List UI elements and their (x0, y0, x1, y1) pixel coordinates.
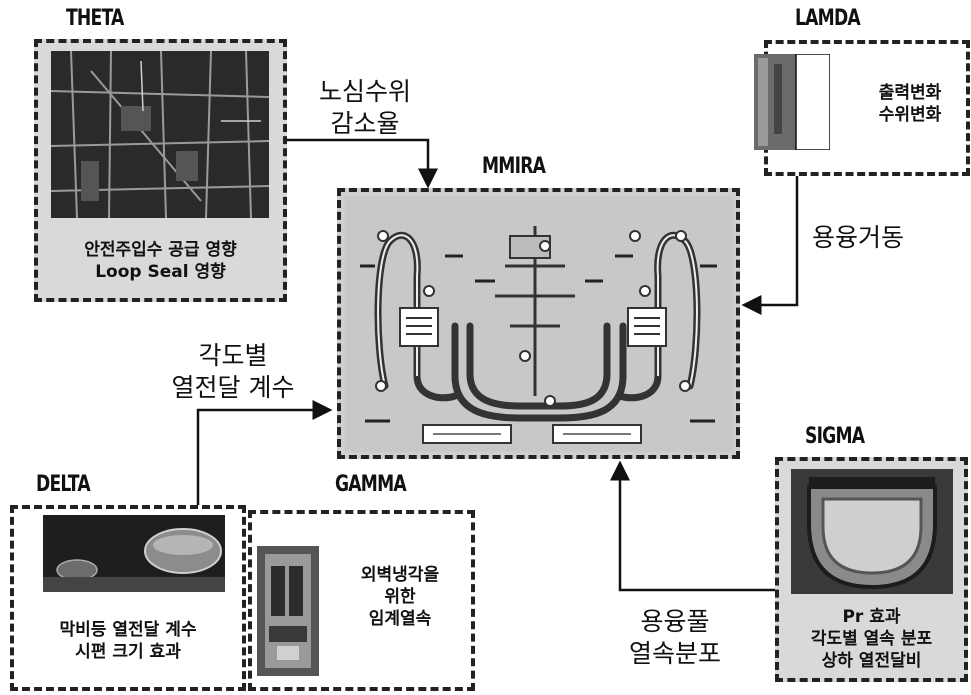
gamma-caption: 외벽냉각을 위한 임계열속 (330, 564, 470, 630)
sigma-photo (791, 469, 953, 594)
mmira-box (337, 188, 740, 459)
theta-caption-line: Loop Seal 영향 (38, 261, 283, 283)
edge-label-line: 노심수위 (290, 76, 440, 108)
sigma-box: Pr 효과 각도별 열속 분포 상하 열전달비 (775, 457, 968, 682)
edge-label-line: 감소율 (290, 108, 440, 140)
sigma-caption-line: Pr 효과 (779, 606, 964, 628)
lamda-box: 출력변화 수위변화 (764, 40, 970, 176)
delta-photo (43, 515, 225, 592)
theta-title: THETA (66, 6, 124, 31)
sigma-caption: Pr 효과 각도별 열속 분포 상하 열전달비 (779, 606, 964, 672)
lamda-caption-line: 출력변화 (850, 82, 970, 104)
delta-caption: 막비등 열전달 계수 시편 크기 효과 (14, 619, 242, 663)
delta-caption-line: 막비등 열전달 계수 (14, 619, 242, 641)
theta-caption: 안전주입수 공급 영향 Loop Seal 영향 (38, 239, 283, 283)
gamma-caption-line: 임계열속 (330, 608, 470, 630)
edge-label-line: 열전달 계수 (138, 372, 328, 404)
mmira-schematic (345, 196, 733, 452)
sigma-caption-line: 각도별 열속 분포 (779, 628, 964, 650)
lamda-caption: 출력변화 수위변화 (850, 82, 970, 126)
edge-label-line: 열속분포 (600, 638, 750, 670)
delta-caption-line: 시편 크기 효과 (14, 641, 242, 663)
edge-label-line: 용융풀 (600, 606, 750, 638)
gamma-caption-line: 위한 (330, 586, 470, 608)
gamma-box: 외벽냉각을 위한 임계열속 (248, 510, 475, 691)
theta-photo (51, 51, 269, 218)
theta-caption-line: 안전주입수 공급 영향 (38, 239, 283, 261)
mmira-title: MMIRA (482, 154, 545, 179)
edge-label-sigma: 용융풀 열속분포 (600, 606, 750, 670)
sigma-title: SIGMA (805, 424, 864, 449)
edge-label-delta: 각도별 열전달 계수 (138, 340, 328, 404)
gamma-title: GAMMA (335, 472, 406, 497)
arrow-theta-to-mmira (286, 140, 428, 186)
lamda-title: LAMDA (795, 6, 860, 31)
gamma-caption-line: 외벽냉각을 (330, 564, 470, 586)
edge-label-line: 용융거동 (812, 222, 962, 254)
arrow-sigma-to-mmira (620, 463, 775, 590)
edge-label-lamda: 용융거동 (812, 222, 962, 254)
lamda-photo (754, 54, 830, 150)
arrow-delta-to-mmira (198, 410, 330, 505)
theta-box: 안전주입수 공급 영향 Loop Seal 영향 (34, 39, 287, 302)
edge-label-theta: 노심수위 감소율 (290, 76, 440, 140)
delta-box: 막비등 열전달 계수 시편 크기 효과 (10, 505, 246, 691)
edge-label-line: 각도별 (138, 340, 328, 372)
gamma-photo (257, 546, 319, 676)
arrow-lamda-to-mmira (744, 176, 797, 305)
lamda-caption-line: 수위변화 (850, 104, 970, 126)
sigma-caption-line: 상하 열전달비 (779, 650, 964, 672)
delta-title: DELTA (36, 472, 90, 497)
